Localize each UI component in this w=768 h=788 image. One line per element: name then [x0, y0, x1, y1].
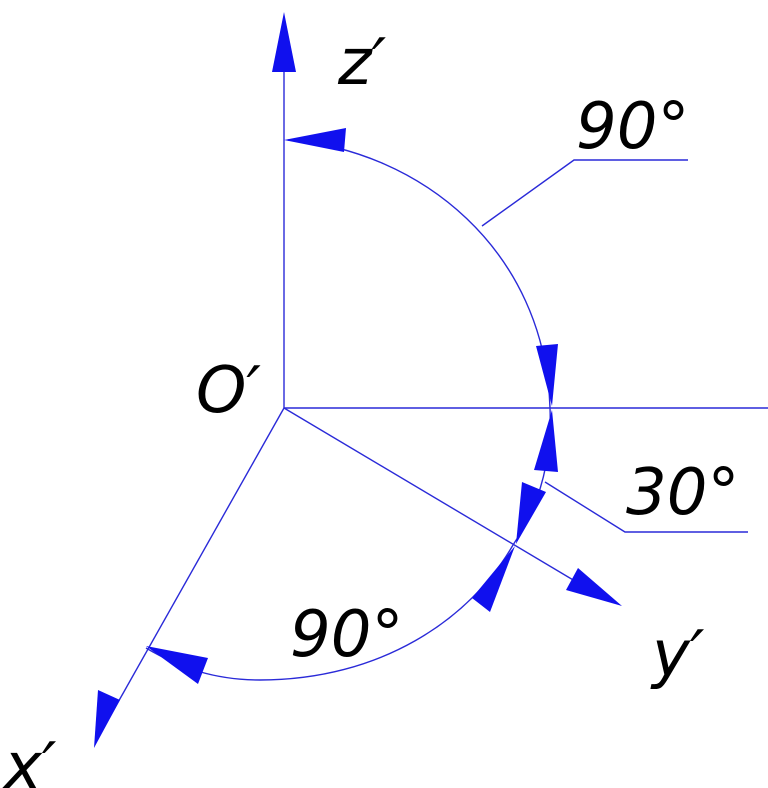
leader-90-top: [481, 159, 688, 227]
y-axis-arrowhead: [566, 568, 622, 606]
x-axis-line: [107, 407, 285, 721]
z-axis-arrowhead: [272, 12, 296, 72]
y-axis-label: y′: [650, 618, 705, 692]
x-axis-arrowhead: [94, 690, 120, 748]
arc-z-y: [287, 139, 551, 546]
z-axis-label: z′: [337, 26, 387, 100]
y-axis-line: [283, 407, 591, 591]
origin-label: O′: [196, 354, 261, 428]
angle-label-xy: 90°: [290, 598, 403, 672]
angle-label-30: 30°: [626, 456, 739, 530]
arc-x-y-arrowhead-left: [146, 646, 208, 684]
x-axis-label: x′: [2, 730, 57, 788]
angle-label-zy: 90°: [576, 90, 689, 164]
arc-30-arrowhead-down: [516, 482, 546, 544]
leader-30: [544, 481, 748, 533]
arc-30-arrowhead-up: [534, 410, 558, 472]
arc-x-y-arrowhead-right: [472, 546, 515, 612]
arc-z-y-arrowhead-right: [536, 344, 558, 406]
arc-z-y-arrowhead-top: [284, 128, 346, 152]
